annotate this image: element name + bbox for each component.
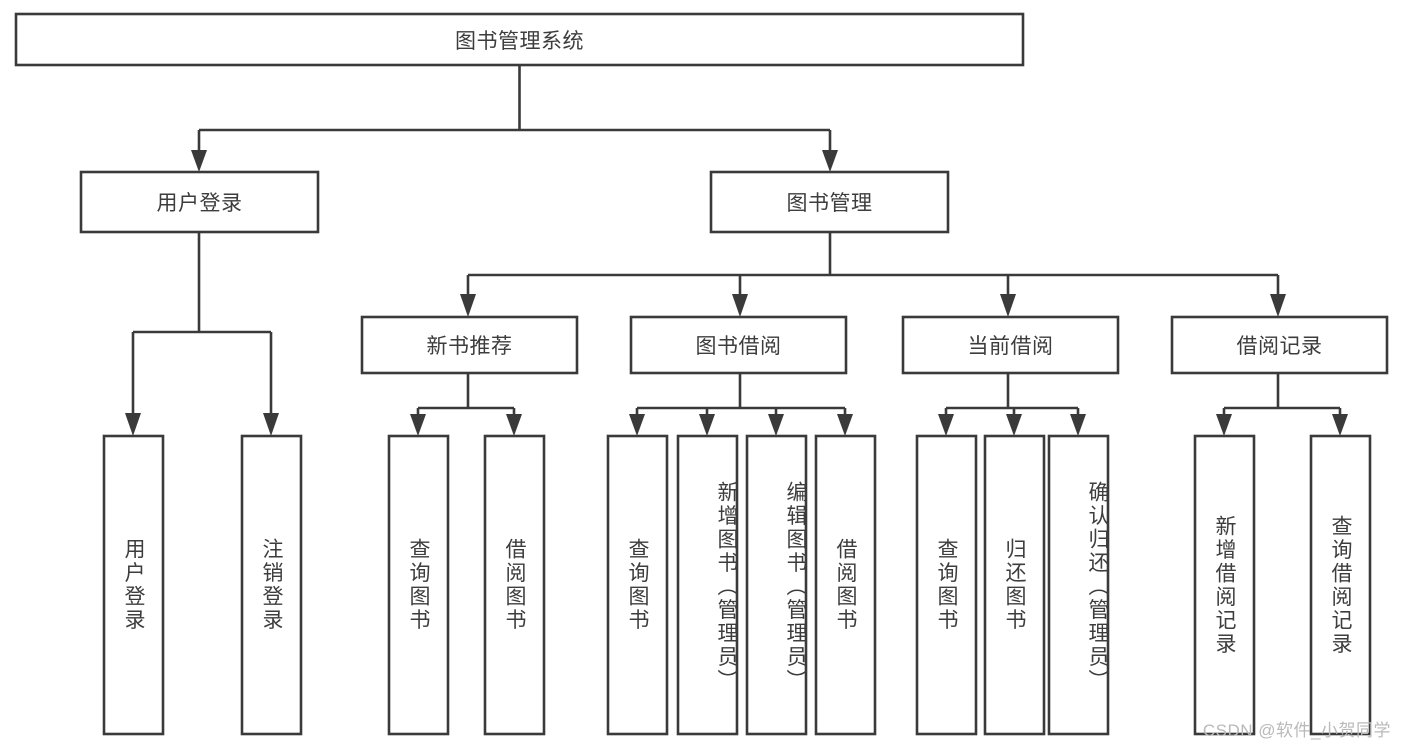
arrow-to-leaf-borrow-book-rec: [506, 414, 522, 436]
arrow-to-new-book-rec: [460, 294, 476, 317]
arrow-to-leaf-borrow-book: [837, 414, 853, 436]
node-box-leaf-query-book-current[interactable]: [915, 434, 978, 736]
connector-borrow-record-to-leaves: [1216, 373, 1348, 436]
arrow-to-leaf-edit-book: [768, 414, 784, 436]
arrow-to-leaf-query-book-current: [938, 414, 954, 436]
connector-book-manage-to-level3: [460, 232, 1286, 317]
arrow-to-book-borrow: [732, 294, 748, 317]
node-box-leaf-user-login[interactable]: [102, 434, 165, 736]
node-box-leaf-return-book[interactable]: [983, 434, 1046, 736]
node-box-book-borrow[interactable]: [629, 315, 848, 375]
arrow-to-leaf-add-book: [699, 414, 715, 436]
arrow-to-leaf-confirm-return: [1070, 414, 1086, 436]
arrow-to-current-borrow: [1000, 294, 1016, 317]
node-box-leaf-logout[interactable]: [240, 434, 303, 736]
arrow-to-user-login: [191, 150, 207, 172]
node-box-user-login[interactable]: [79, 170, 320, 234]
node-box-leaf-query-book-borrow[interactable]: [606, 434, 669, 736]
node-box-borrow-record[interactable]: [1170, 315, 1389, 375]
arrow-to-leaf-user-login: [125, 413, 141, 436]
arrow-to-leaf-query-record: [1332, 414, 1348, 436]
connector-root-to-level2: [191, 65, 838, 172]
node-box-new-book-rec[interactable]: [360, 315, 579, 375]
arrow-to-borrow-record: [1270, 294, 1286, 317]
arrow-to-book-manage: [822, 150, 838, 172]
arrow-to-leaf-query-book-rec: [410, 414, 426, 436]
node-box-current-borrow[interactable]: [901, 315, 1120, 375]
connector-current-borrow-to-leaves: [938, 373, 1086, 436]
node-box-leaf-query-record[interactable]: [1309, 434, 1372, 736]
node-box-leaf-confirm-return[interactable]: [1047, 434, 1110, 736]
arrow-to-leaf-return-book: [1006, 414, 1022, 436]
node-box-leaf-borrow-book[interactable]: [814, 434, 877, 736]
node-box-leaf-add-book[interactable]: [676, 434, 739, 736]
node-box-leaf-edit-book[interactable]: [745, 434, 808, 736]
node-box-root[interactable]: [14, 12, 1025, 67]
connector-new-book-rec-to-leaves: [410, 373, 522, 436]
node-box-leaf-query-book-rec[interactable]: [387, 434, 450, 736]
arrow-to-leaf-add-record: [1216, 414, 1232, 436]
node-box-book-manage[interactable]: [709, 170, 950, 234]
connector-book-borrow-to-leaves: [629, 373, 853, 436]
node-box-leaf-borrow-book-rec[interactable]: [483, 434, 546, 736]
node-box-leaf-add-record[interactable]: [1193, 434, 1256, 736]
arrow-to-leaf-query-book-borrow: [629, 414, 645, 436]
arrow-to-leaf-logout: [263, 413, 279, 436]
connector-user-login-to-leaves: [125, 232, 279, 436]
